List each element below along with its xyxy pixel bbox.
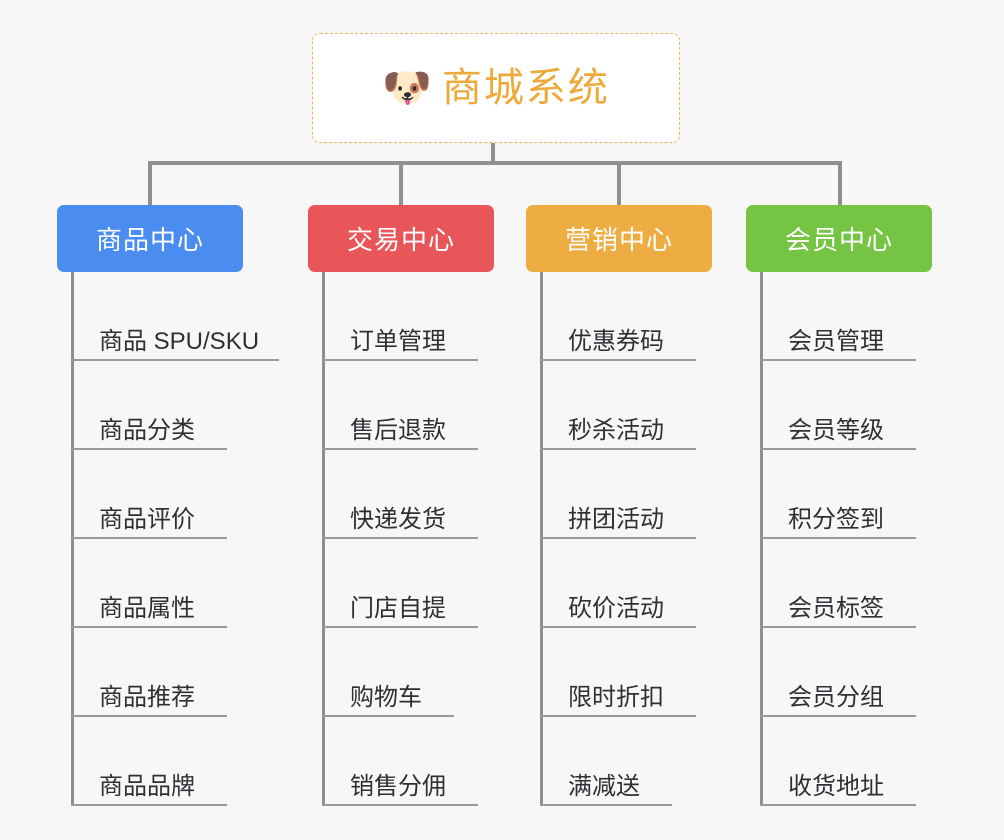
list-item-label: 商品分类: [99, 417, 195, 444]
list-item[interactable]: 会员标签: [760, 539, 916, 628]
list-item-label: 积分签到: [788, 506, 884, 533]
list-item[interactable]: 会员分组: [760, 628, 916, 717]
list-item-label: 会员等级: [788, 417, 884, 444]
list-item[interactable]: 商品推荐: [71, 628, 227, 717]
list-item-label: 商品评价: [99, 506, 195, 533]
branch-spine: [322, 272, 325, 806]
category-label: 会员中心: [784, 225, 893, 255]
list-item-label: 拼团活动: [568, 506, 664, 533]
list-item[interactable]: 购物车: [322, 628, 454, 717]
root-node-title: 商城系统: [441, 66, 610, 110]
list-item[interactable]: 积分签到: [760, 450, 916, 539]
list-item[interactable]: 销售分佣: [322, 717, 478, 806]
list-item-label: 售后退款: [350, 417, 446, 444]
list-item-label: 购物车: [350, 684, 422, 711]
dog-face-icon: 🐶: [382, 66, 432, 110]
category-label: 营销中心: [564, 225, 673, 255]
list-item[interactable]: 商品分类: [71, 361, 227, 450]
connector-drop-trade-center: [399, 161, 403, 207]
list-item-label: 砍价活动: [568, 595, 664, 622]
list-item[interactable]: 收货地址: [760, 717, 916, 806]
category-box-marketing-center[interactable]: 营销中心: [526, 205, 712, 272]
branch-spine: [540, 272, 543, 806]
list-item-label: 收货地址: [788, 773, 884, 800]
list-item-label: 商品品牌: [99, 773, 195, 800]
connector-root-stem: [491, 143, 495, 165]
list-item-label: 销售分佣: [350, 773, 446, 800]
list-item-label: 快递发货: [350, 506, 446, 533]
list-item-label: 订单管理: [350, 328, 446, 355]
category-label: 商品中心: [95, 225, 204, 255]
connector-drop-member-center: [838, 161, 842, 207]
list-item-label: 会员标签: [788, 595, 884, 622]
category-box-product-center[interactable]: 商品中心: [57, 205, 243, 272]
connector-drop-marketing-center: [617, 161, 621, 207]
list-item[interactable]: 门店自提: [322, 539, 478, 628]
list-item[interactable]: 商品品牌: [71, 717, 227, 806]
list-item[interactable]: 限时折扣: [540, 628, 696, 717]
list-item-label: 商品 SPU/SKU: [99, 328, 260, 355]
list-item-label: 优惠券码: [568, 328, 664, 355]
connector-drop-product-center: [148, 161, 152, 207]
category-box-trade-center[interactable]: 交易中心: [308, 205, 494, 272]
list-item[interactable]: 满减送: [540, 717, 672, 806]
category-label: 交易中心: [346, 225, 455, 255]
list-item[interactable]: 砍价活动: [540, 539, 696, 628]
list-item-label: 满减送: [568, 773, 640, 800]
list-item-label: 商品推荐: [99, 684, 195, 711]
list-item[interactable]: 秒杀活动: [540, 361, 696, 450]
list-item[interactable]: 拼团活动: [540, 450, 696, 539]
list-item[interactable]: 优惠券码: [540, 272, 696, 361]
list-item[interactable]: 商品 SPU/SKU: [71, 272, 279, 361]
list-item-label: 会员分组: [788, 684, 884, 711]
category-box-member-center[interactable]: 会员中心: [746, 205, 932, 272]
list-item[interactable]: 会员等级: [760, 361, 916, 450]
list-item[interactable]: 快递发货: [322, 450, 478, 539]
list-item-label: 门店自提: [350, 595, 446, 622]
list-item[interactable]: 会员管理: [760, 272, 916, 361]
list-item-label: 限时折扣: [568, 684, 664, 711]
list-item[interactable]: 商品属性: [71, 539, 227, 628]
list-item[interactable]: 售后退款: [322, 361, 478, 450]
branch-spine: [71, 272, 74, 806]
list-item[interactable]: 商品评价: [71, 450, 227, 539]
connector-horizontal-bus: [148, 161, 842, 165]
root-node[interactable]: 🐶 商城系统: [312, 33, 680, 143]
list-item-label: 秒杀活动: [568, 417, 664, 444]
list-item-label: 会员管理: [788, 328, 884, 355]
branch-spine: [760, 272, 763, 806]
list-item-label: 商品属性: [99, 595, 195, 622]
list-item[interactable]: 订单管理: [322, 272, 478, 361]
